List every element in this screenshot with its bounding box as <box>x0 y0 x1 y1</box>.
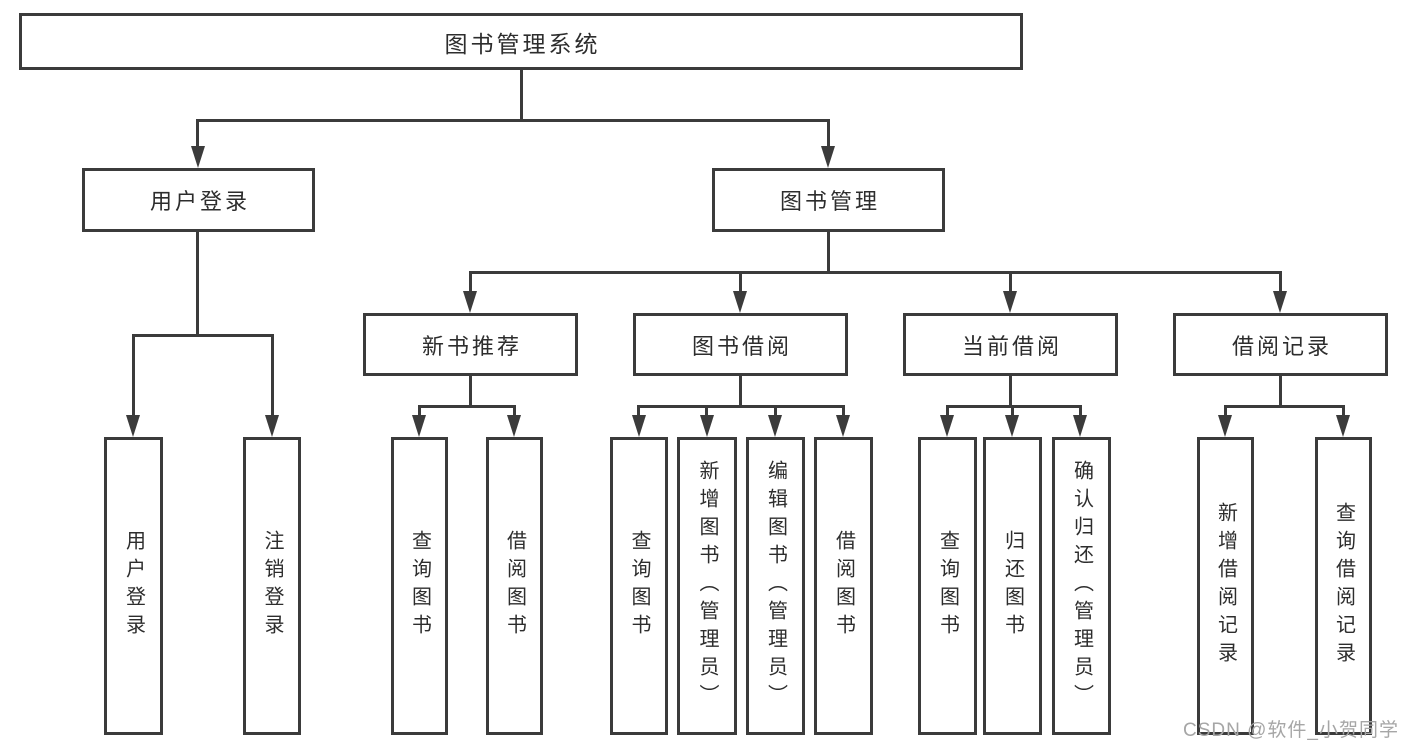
connector-line <box>469 271 1282 274</box>
connector-line <box>1224 405 1227 418</box>
connector-line <box>1079 405 1082 418</box>
arrowhead-down-icon <box>463 291 477 313</box>
vertical-label: 确认归还（管理员） <box>1070 460 1093 712</box>
arrowhead-down-icon <box>1336 415 1350 437</box>
arrowhead-down-icon <box>821 146 835 168</box>
connector-line <box>739 271 742 293</box>
arrowhead-down-icon <box>412 415 426 437</box>
vertical-label: 用户登录 <box>122 530 145 642</box>
node-library-management-system: 图书管理系统 <box>19 13 1023 70</box>
vertical-label: 查询图书 <box>408 530 431 642</box>
connector-line <box>1342 405 1345 418</box>
node-return-books: 归还图书 <box>983 437 1042 735</box>
vertical-label: 新增借阅记录 <box>1214 502 1237 670</box>
arrowhead-down-icon <box>700 415 714 437</box>
arrowhead-down-icon <box>507 415 521 437</box>
connector-line <box>774 405 777 418</box>
arrowhead-down-icon <box>1218 415 1232 437</box>
arrowhead-down-icon <box>836 415 850 437</box>
arrowhead-down-icon <box>1073 415 1087 437</box>
node-confirm-return-admin: 确认归还（管理员） <box>1052 437 1111 735</box>
vertical-label: 查询图书 <box>936 530 959 642</box>
node-borrow-books-recommend: 借阅图书 <box>486 437 543 735</box>
connector-line <box>739 376 742 408</box>
arrowhead-down-icon <box>1005 415 1019 437</box>
connector-line <box>1009 271 1012 293</box>
connector-line <box>132 334 274 337</box>
connector-line <box>946 405 1082 408</box>
vertical-label: 归还图书 <box>1001 530 1024 642</box>
arrowhead-down-icon <box>1003 291 1017 313</box>
arrowhead-down-icon <box>940 415 954 437</box>
node-new-book-recommend: 新书推荐 <box>363 313 578 376</box>
node-borrow-records: 借阅记录 <box>1173 313 1388 376</box>
node-book-management: 图书管理 <box>712 168 945 232</box>
connector-line <box>196 119 199 150</box>
connector-line <box>827 119 830 150</box>
node-logout: 注销登录 <box>243 437 301 735</box>
connector-line <box>418 405 516 408</box>
node-edit-books-admin: 编辑图书（管理员） <box>746 437 805 735</box>
vertical-label: 借阅图书 <box>503 530 526 642</box>
connector-line <box>1011 405 1014 418</box>
arrowhead-down-icon <box>632 415 646 437</box>
node-borrow-books: 借阅图书 <box>814 437 873 735</box>
node-query-books-recommend: 查询图书 <box>391 437 448 735</box>
connector-line <box>132 334 135 418</box>
node-add-books-admin: 新增图书（管理员） <box>677 437 737 735</box>
vertical-label: 编辑图书（管理员） <box>764 460 787 712</box>
node-user-login: 用户登录 <box>82 168 315 232</box>
connector-line <box>196 232 199 336</box>
vertical-label: 注销登录 <box>261 530 283 642</box>
connector-line <box>827 232 830 274</box>
connector-line <box>705 405 708 418</box>
connector-line <box>196 119 830 122</box>
arrowhead-down-icon <box>265 415 279 437</box>
connector-line <box>1224 405 1345 408</box>
node-query-books-borrow: 查询图书 <box>610 437 668 735</box>
vertical-label: 查询借阅记录 <box>1332 502 1355 670</box>
connector-line <box>842 405 845 418</box>
arrowhead-down-icon <box>126 415 140 437</box>
arrowhead-down-icon <box>768 415 782 437</box>
node-query-books-current: 查询图书 <box>918 437 977 735</box>
vertical-label: 借阅图书 <box>832 530 855 642</box>
node-user-login-leaf: 用户登录 <box>104 437 163 735</box>
connector-line <box>637 405 640 418</box>
connector-line <box>1279 271 1282 293</box>
connector-line <box>418 405 421 418</box>
node-query-borrow-record: 查询借阅记录 <box>1315 437 1372 735</box>
connector-line <box>637 405 845 408</box>
node-book-borrow: 图书借阅 <box>633 313 848 376</box>
connector-line <box>469 271 472 293</box>
arrowhead-down-icon <box>1273 291 1287 313</box>
connector-line <box>520 70 523 121</box>
arrowhead-down-icon <box>733 291 747 313</box>
vertical-label: 新增图书（管理员） <box>696 460 718 712</box>
node-current-borrow: 当前借阅 <box>903 313 1118 376</box>
connector-line <box>469 376 472 408</box>
node-add-borrow-record: 新增借阅记录 <box>1197 437 1254 735</box>
vertical-label: 查询图书 <box>628 530 650 642</box>
connector-line <box>1009 376 1012 408</box>
connector-line <box>513 405 516 418</box>
csdn-watermark: CSDN @软件_小贺同学 <box>1183 720 1399 741</box>
connector-line <box>1279 376 1282 408</box>
connector-line <box>946 405 949 418</box>
arrowhead-down-icon <box>191 146 205 168</box>
connector-line <box>271 334 274 418</box>
